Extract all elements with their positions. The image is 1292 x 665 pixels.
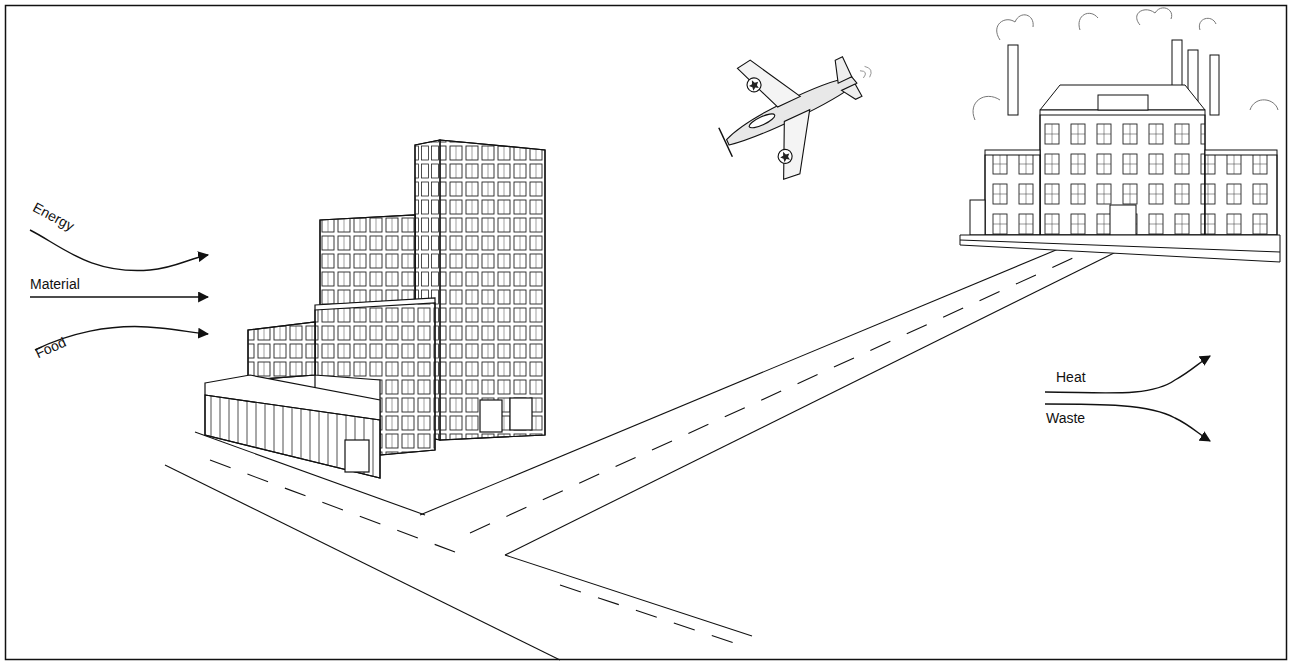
frame <box>6 6 1287 660</box>
airplane <box>699 16 898 197</box>
flow-label: Waste <box>1046 410 1085 426</box>
road <box>165 245 1120 660</box>
flow-label: Food <box>33 334 69 362</box>
flow-label: Material <box>30 276 80 292</box>
building <box>205 140 545 478</box>
flow-arrow <box>30 230 1210 441</box>
flow-label: Energy <box>30 199 77 234</box>
factory <box>960 8 1280 262</box>
flow-label: Heat <box>1056 369 1086 385</box>
